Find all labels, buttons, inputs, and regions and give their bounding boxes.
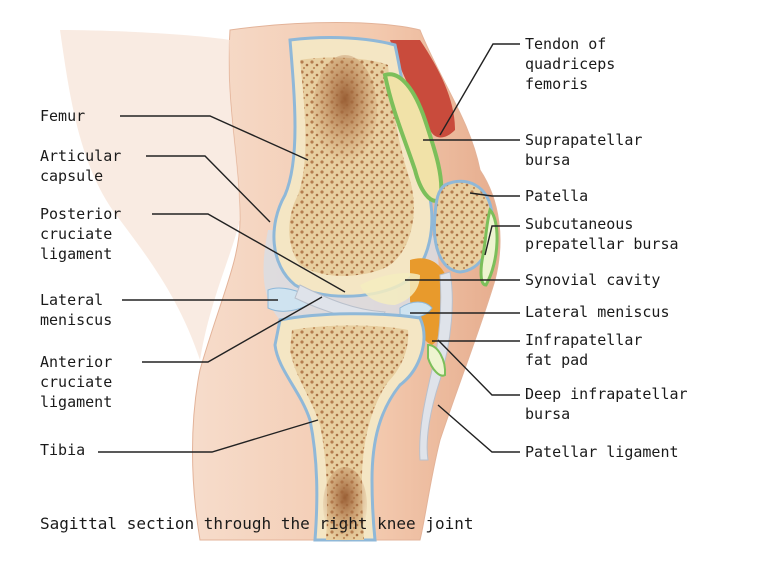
label-tibia-line1: Tibia [40,441,86,459]
label-patellar-ligament-line1: Patellar ligament [525,443,679,461]
label-infrapatellar-fat-pad-line2: fat pad [525,351,589,369]
label-articular-capsule-line2: capsule [40,167,104,185]
patella-bone [432,179,494,274]
label-tendon-quadriceps-line2: quadriceps [525,55,616,73]
label-infrapatellar-fat-pad-line1: Infrapatellar [525,331,643,349]
label-synovial-cavity-line1: Synovial cavity [525,271,661,289]
label-patella: Patella [525,186,588,206]
label-lateral-meniscus-left: Lateral meniscus [40,290,112,330]
leader-articular-capsule [146,155,271,223]
quadriceps-muscle [390,40,455,138]
leader-patella [469,192,520,197]
label-deep-infrapatellar-bursa: Deep infrapatellar bursa [525,384,688,424]
label-posterior-cruciate-line2: cruciate [40,225,113,243]
label-infrapatellar-fat-pad: Infrapatellar fat pad [525,330,642,370]
leader-lines [98,43,520,453]
label-lateral-meniscus-left-line2: meniscus [40,311,113,329]
label-anterior-cruciate-line3: ligament [40,393,113,411]
label-synovial-cavity: Synovial cavity [525,270,660,290]
leader-patellar-ligament [437,404,520,453]
label-articular-capsule-line1: Articular [40,147,122,165]
label-femur-line1: Femur [40,107,86,125]
tibia-marrow-core [323,467,367,543]
label-anterior-cruciate-line1: Anterior [40,353,113,371]
label-subcutaneous-bursa-line1: Subcutaneous [525,215,634,233]
label-femur: Femur [40,106,85,126]
label-tendon-quadriceps: Tendon of quadriceps femoris [525,34,615,94]
tibia-marrow [290,325,409,540]
label-anterior-cruciate: Anterior cruciate ligament [40,352,112,412]
label-subcutaneous-bursa-line2: prepatellar bursa [525,235,679,253]
label-suprapatellar-bursa: Suprapatellar bursa [525,130,642,170]
figure-caption: Sagittal section through the right knee … [40,514,474,533]
leader-femur [120,115,309,161]
label-tendon-quadriceps-line1: Tendon of [525,35,607,53]
label-tendon-quadriceps-line3: femoris [525,75,589,93]
label-posterior-cruciate-line1: Posterior [40,205,122,223]
leader-subcutaneous [484,225,520,256]
label-suprapatellar-bursa-line1: Suprapatellar [525,131,643,149]
label-lateral-meniscus-right: Lateral meniscus [525,302,670,322]
label-tibia: Tibia [40,440,85,460]
deep-infrapatellar-bursa [427,343,447,377]
label-posterior-cruciate: Posterior cruciate ligament [40,204,121,264]
label-anterior-cruciate-line2: cruciate [40,373,113,391]
leader-deep-bursa [437,339,520,396]
label-subcutaneous-bursa: Subcutaneous prepatellar bursa [525,214,679,254]
synovial-cavity [360,273,420,305]
femur-marrow-core [313,55,377,165]
label-patella-line1: Patella [525,187,589,205]
label-suprapatellar-bursa-line2: bursa [525,151,571,169]
label-patellar-ligament: Patellar ligament [525,442,679,462]
label-deep-infrapatellar-bursa-line2: bursa [525,405,571,423]
leader-posterior-cruciate [152,213,346,293]
leader-anterior-cruciate [142,296,323,363]
leader-tendon-quadriceps [439,43,520,136]
label-lateral-meniscus-left-line1: Lateral [40,291,104,309]
leader-tibia [98,419,319,453]
label-posterior-cruciate-line3: ligament [40,245,113,263]
label-deep-infrapatellar-bursa-line1: Deep infrapatellar [525,385,688,403]
label-lateral-meniscus-right-line1: Lateral meniscus [525,303,670,321]
back-shadow [60,30,240,360]
label-articular-capsule: Articular capsule [40,146,121,186]
